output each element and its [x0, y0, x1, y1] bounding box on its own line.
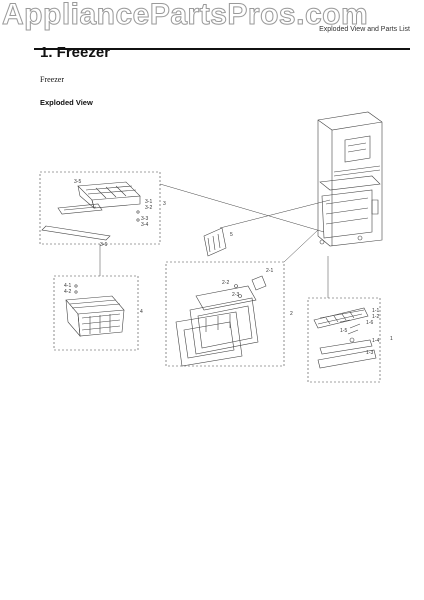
label-1-3: 1-3 — [366, 350, 373, 356]
page-title: 1. Freezer — [40, 44, 111, 61]
upper-basket — [41, 181, 141, 241]
drawer-handle-assembly — [313, 307, 377, 369]
label-1-6: 1-6 — [366, 320, 373, 326]
label-1-5: 1-5 — [340, 328, 347, 334]
title-rule — [34, 48, 410, 50]
label-3-6: 3-6 — [100, 242, 107, 248]
divider-part — [203, 227, 227, 257]
callout-labels: 3-5 3-1 3-2 3 3-3 3-4 3-6 4-1 4-2 4 5 2-… — [64, 179, 393, 356]
label-3-3: 3-3 — [141, 216, 148, 222]
label-5: 5 — [230, 232, 233, 238]
header-note: Exploded View and Parts List — [319, 26, 410, 33]
drawer-cover-group-box — [165, 261, 285, 367]
label-2-1: 2-1 — [266, 268, 273, 274]
watermark-logo: AppliancePartsPros.com — [1, 0, 369, 32]
label-4-2: 4-2 — [64, 289, 71, 295]
label-1-4: 1-4 — [372, 338, 379, 344]
label-3-1: 3-1 — [145, 199, 152, 205]
subtitle: Freezer — [40, 75, 64, 84]
label-2: 2 — [290, 311, 293, 317]
label-4: 4 — [140, 309, 143, 315]
label-2-2: 2-2 — [222, 280, 229, 286]
label-3-4: 3-4 — [141, 222, 148, 228]
freezer-basket — [65, 284, 125, 337]
main-basket-group-box — [53, 275, 139, 351]
label-3: 3 — [163, 201, 166, 207]
label-1: 1 — [390, 336, 393, 342]
drawer-cover-assembly — [175, 275, 267, 367]
exploded-view-heading: Exploded View — [40, 98, 93, 107]
refrigerator-cabinet — [317, 111, 383, 247]
label-1-1: 1-1 — [372, 308, 379, 314]
drawer-handle-group-box — [307, 297, 381, 383]
label-4-1: 4-1 — [64, 283, 71, 289]
label-1-2: 1-2 — [372, 314, 379, 320]
label-2-3: 2-3 — [232, 292, 239, 298]
label-3-5: 3-5 — [74, 179, 81, 185]
label-3-2: 3-2 — [145, 205, 152, 211]
